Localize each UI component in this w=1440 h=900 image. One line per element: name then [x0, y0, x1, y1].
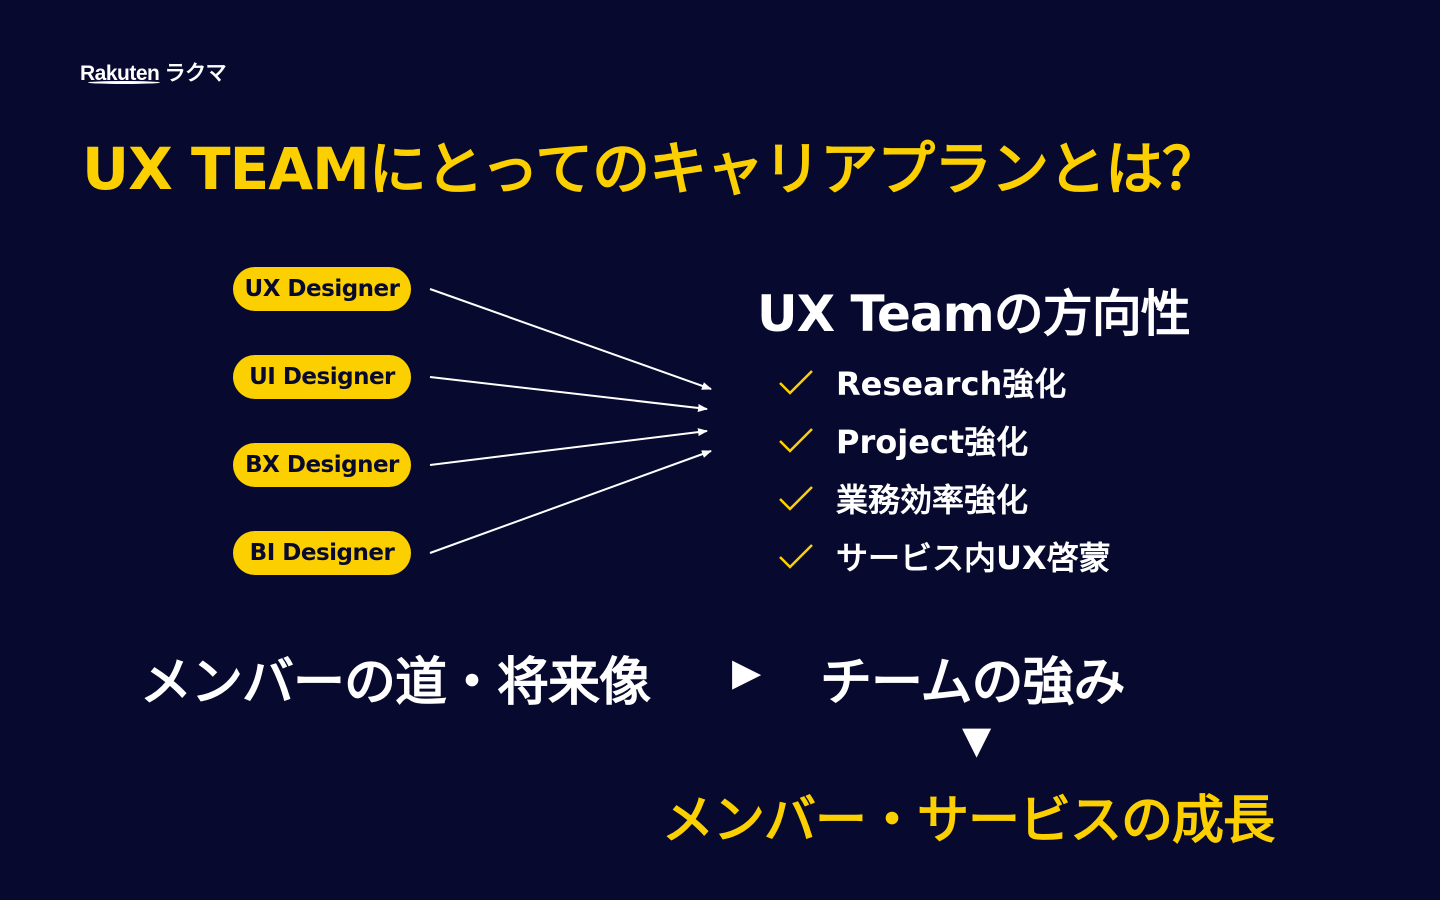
- logo-text: Rakuten ラクマ: [80, 62, 227, 85]
- flow-from: メンバーの道・将来像: [140, 653, 651, 713]
- arrow-bi: [429, 450, 712, 554]
- arrow-ui: [429, 376, 708, 412]
- role-pill-bx: BX Designer: [233, 443, 411, 487]
- direction-item-label: 業務効率強化: [836, 481, 1029, 519]
- arrow-down-icon: ▼: [962, 718, 991, 762]
- role-pill-ux: UX Designer: [233, 267, 411, 311]
- check-icon: [779, 428, 813, 453]
- rakuten-rakuma-logo: Rakuten ラクマ: [80, 57, 227, 87]
- flow-result: メンバー・サービスの成長: [662, 791, 1275, 851]
- arrow-bx: [429, 428, 708, 466]
- direction-item: Project強化: [778, 420, 1029, 461]
- logo-swoosh: [88, 81, 160, 84]
- arrow-ux: [429, 288, 712, 390]
- direction-item: サービス内UX啓蒙: [778, 536, 1111, 577]
- direction-item-label: Research強化: [836, 365, 1067, 403]
- role-pill-bi: BI Designer: [233, 531, 411, 575]
- role-pill-ui: UI Designer: [233, 355, 411, 399]
- check-icon: [779, 486, 813, 511]
- slide-title: UX TEAMにとってのキャリアプランとは？: [82, 135, 1220, 203]
- direction-heading: UX Teamの方向性: [757, 285, 1191, 343]
- arrow-right-icon: ▶: [732, 650, 761, 694]
- check-icon: [779, 544, 813, 569]
- direction-item-label: サービス内UX啓蒙: [836, 539, 1111, 577]
- direction-item: 業務効率強化: [778, 478, 1029, 519]
- direction-item-label: Project強化: [836, 423, 1029, 461]
- check-icon: [779, 370, 813, 395]
- direction-item: Research強化: [778, 362, 1067, 403]
- flow-to: チームの強み: [820, 653, 1125, 713]
